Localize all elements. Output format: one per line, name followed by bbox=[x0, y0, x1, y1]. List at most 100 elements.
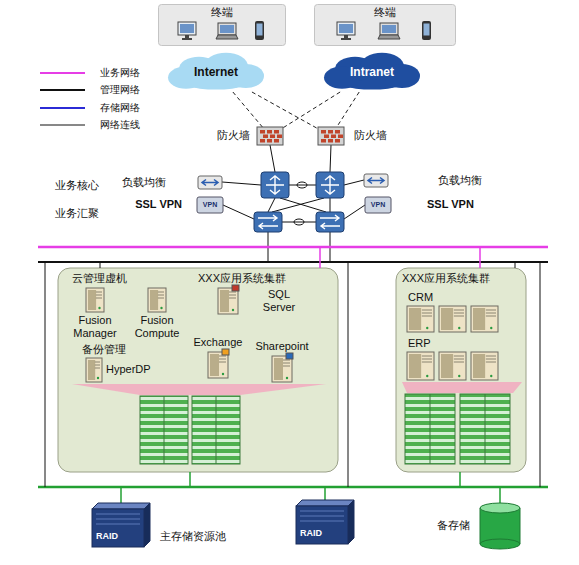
network-cloud: Internet bbox=[166, 52, 266, 92]
server-slot bbox=[158, 295, 164, 296]
raid-disk bbox=[300, 521, 344, 522]
raid-disk bbox=[96, 519, 140, 520]
storage-drop bbox=[459, 472, 461, 487]
terminal-panel bbox=[315, 5, 456, 46]
legend-item: 业务网络 bbox=[100, 66, 140, 80]
lb-box bbox=[198, 176, 222, 189]
resource-fan bbox=[402, 382, 522, 393]
firewall-brick bbox=[270, 135, 275, 139]
desktop-icon bbox=[178, 22, 196, 35]
server-group-icon bbox=[406, 352, 502, 380]
legend-item: 网络连线 bbox=[100, 118, 140, 132]
network-link bbox=[45, 262, 46, 487]
network-link bbox=[540, 262, 541, 487]
raid-side bbox=[144, 503, 150, 547]
network-link bbox=[348, 262, 349, 487]
node-label: 防火墙 bbox=[217, 129, 250, 142]
server-slot bbox=[486, 356, 496, 357]
node-label: CRM bbox=[408, 291, 433, 304]
link-ring bbox=[294, 219, 304, 225]
server-front bbox=[409, 308, 421, 330]
raid-front bbox=[296, 506, 348, 544]
network-link bbox=[272, 198, 324, 212]
firewall-brick bbox=[335, 139, 340, 143]
server-slot bbox=[95, 365, 100, 366]
dashed-link bbox=[252, 92, 318, 129]
firewall: 防火墙 bbox=[318, 127, 344, 145]
legend-line bbox=[40, 89, 85, 91]
core-switch bbox=[316, 172, 344, 198]
network-cloud: Intranet bbox=[322, 52, 422, 92]
firewall-box bbox=[257, 127, 283, 145]
lb-arrows bbox=[368, 178, 384, 184]
laptop-icon bbox=[380, 23, 398, 35]
desktop-base bbox=[182, 38, 192, 40]
app-logo bbox=[232, 285, 239, 291]
server-front bbox=[473, 354, 485, 378]
service-bus bbox=[38, 246, 548, 249]
server-slot bbox=[219, 359, 226, 360]
legend-text: 存储网络 bbox=[100, 101, 140, 115]
link-ring bbox=[297, 182, 307, 188]
server-front bbox=[274, 358, 283, 380]
cluster-panel: CRMERPXXX应用系统集群 bbox=[396, 268, 526, 472]
legend-item: 管理网络 bbox=[100, 83, 140, 97]
core-switch bbox=[261, 172, 289, 198]
firewall-brick bbox=[321, 130, 326, 134]
backup-storage: 备存储 bbox=[480, 503, 520, 549]
server-body bbox=[218, 288, 238, 314]
service-drop bbox=[479, 247, 481, 268]
legend-text: 业务网络 bbox=[100, 66, 140, 80]
node-label: 云管理虚机 bbox=[72, 272, 127, 285]
node-label: RAID bbox=[300, 528, 322, 539]
cluster-panel bbox=[58, 268, 338, 472]
firewall-box bbox=[318, 127, 344, 145]
dashed-link bbox=[283, 92, 340, 128]
firewall-brick bbox=[274, 139, 279, 143]
node-label: 终端 bbox=[374, 6, 396, 19]
laptop-screen bbox=[382, 25, 396, 33]
rack-divider bbox=[485, 394, 486, 464]
phone-screen bbox=[424, 24, 430, 36]
firewall-icon bbox=[257, 127, 283, 145]
network-link bbox=[515, 262, 516, 268]
rack-divider bbox=[164, 396, 165, 464]
server-slot bbox=[454, 356, 464, 357]
desktop-icon bbox=[337, 22, 355, 35]
server-led bbox=[458, 327, 460, 329]
section-label: 主存储资源池 bbox=[160, 529, 226, 544]
vpn-gateway: SSL VPNVPN bbox=[365, 197, 391, 213]
server-front bbox=[473, 308, 485, 330]
firewall-brick bbox=[328, 139, 333, 143]
rack-divider bbox=[430, 394, 431, 464]
node-label: Intranet bbox=[350, 65, 394, 79]
legend-item: 存储网络 bbox=[100, 101, 140, 115]
server-icon bbox=[86, 288, 104, 312]
server-slot bbox=[229, 295, 236, 296]
cylinder-bottom bbox=[480, 539, 520, 549]
cylinder-top bbox=[480, 503, 520, 513]
node-label: 负载均衡 bbox=[122, 176, 166, 189]
server-icon bbox=[86, 358, 102, 382]
node-label: SSL VPN bbox=[427, 198, 474, 211]
server: Sharepoint bbox=[272, 356, 292, 382]
server-slot bbox=[454, 359, 464, 360]
resource-fan bbox=[72, 384, 326, 395]
server-body bbox=[439, 306, 466, 332]
server-slot bbox=[454, 310, 464, 311]
laptop-icon bbox=[218, 23, 236, 35]
node-label: ERP bbox=[408, 337, 431, 350]
node-text: 备份管理 bbox=[82, 343, 126, 356]
server-front bbox=[409, 354, 421, 378]
server-led bbox=[490, 375, 492, 377]
server-led bbox=[426, 375, 428, 377]
server-slot bbox=[454, 316, 464, 317]
node-text: XXX应用系统集群 bbox=[198, 272, 286, 285]
firewall-icon bbox=[318, 127, 344, 145]
server-slot bbox=[422, 359, 432, 360]
firewall-brick bbox=[321, 139, 326, 143]
server-slot bbox=[486, 316, 496, 317]
network-link bbox=[344, 180, 364, 185]
switch-arrows bbox=[320, 215, 340, 229]
